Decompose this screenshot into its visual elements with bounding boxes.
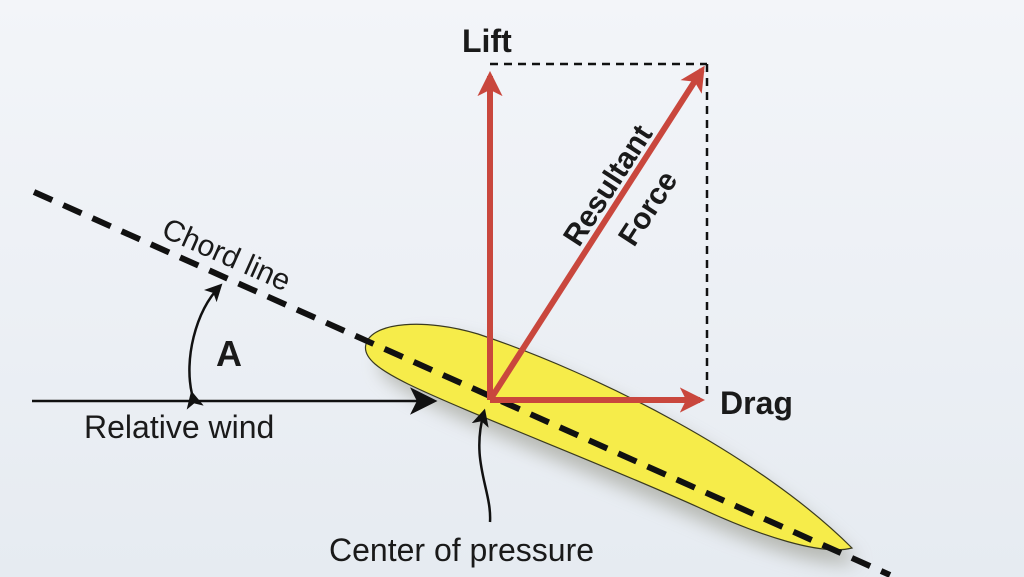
lift-label: Lift	[462, 23, 512, 59]
resultant-force-arrow	[487, 65, 705, 402]
chord-line	[32, 189, 892, 577]
drag-label: Drag	[720, 385, 793, 421]
relative-wind-label: Relative wind	[84, 409, 274, 445]
angle-arc	[186, 283, 223, 410]
angle-label: A	[216, 333, 242, 374]
center-of-pressure-pointer	[471, 408, 492, 523]
center-of-pressure-label: Center of pressure	[329, 532, 594, 568]
